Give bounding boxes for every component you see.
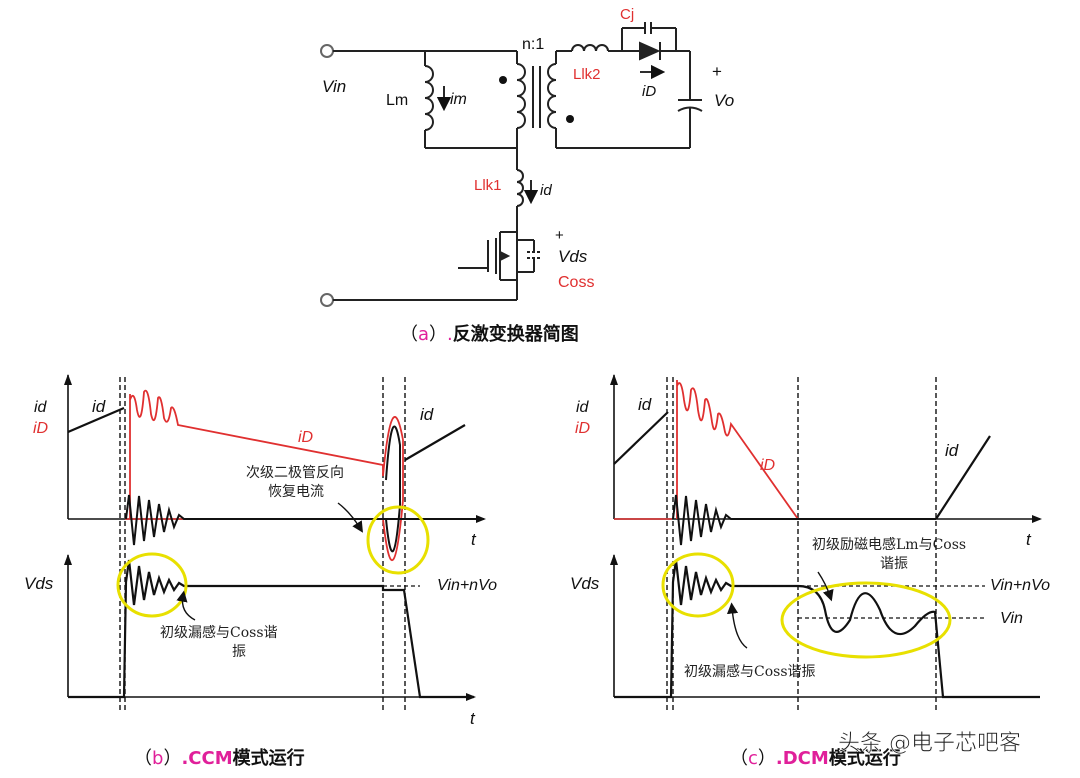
dcm-note-lm-1: 初级励磁电感Lm与Coss [812, 536, 966, 553]
ccm-note-reverse-1: 次级二极管反向 [246, 465, 344, 481]
plus-out-label: + [712, 62, 722, 81]
dcm-iD-trace [676, 380, 799, 520]
lk2-inductor [571, 44, 609, 52]
lk1-label: Llk1 [474, 177, 502, 194]
ccm-t-upper: t [471, 530, 477, 549]
dcm-resonance-highlight [661, 552, 735, 618]
ccm-ringing-upper [125, 494, 484, 546]
plus-ds-label: + [555, 227, 564, 244]
dcm-iD-label: iD [760, 457, 776, 474]
ccm-vds-trace [68, 559, 474, 699]
secondary-winding [547, 63, 557, 129]
primary-winding [516, 63, 526, 129]
lk1-inductor [516, 169, 524, 207]
vo-label: Vo [714, 91, 734, 110]
ratio-label: n:1 [522, 36, 544, 53]
dcm-vin-label: Vin [1000, 610, 1023, 627]
id-diode-label: iD [642, 83, 656, 100]
ccm-axis-iD: iD [33, 420, 49, 437]
secondary-polarity-dot [566, 115, 574, 123]
dcm-id-label-right: id [945, 441, 959, 460]
dcm-vds-label: Vds [570, 574, 600, 593]
dcm-t-upper: t [1026, 530, 1032, 549]
dcm-note-lm-2: 谐振 [880, 556, 908, 572]
vin-terminal-top [320, 44, 334, 58]
ccm-waveforms [64, 374, 486, 710]
ccm-id-label-right: id [420, 405, 434, 424]
caption-c: （c）.DCM模式运行 [730, 747, 901, 769]
watermark: 头条 @电子芯吧客 [838, 731, 1021, 756]
ccm-iD-trace [129, 389, 384, 519]
ccm-resonance-highlight [116, 552, 188, 618]
ccm-note-resonance-2: 振 [232, 644, 246, 660]
ccm-note-reverse-2: 恢复电流 [268, 483, 324, 500]
ccm-note-resonance-1: 初级漏感与Coss谐 [160, 624, 278, 641]
dcm-vds-trace [614, 559, 1040, 699]
ccm-iD-label: iD [298, 429, 314, 446]
dcm-axis-id: id [576, 399, 590, 416]
ccm-reverse-recovery-highlight [366, 505, 430, 575]
cj-label: Cj [620, 6, 634, 23]
dcm-waveforms [610, 374, 1042, 710]
dcm-note-resonance: 初级漏感与Coss谐振 [684, 663, 816, 680]
dcm-level-label: Vin+nVo [990, 577, 1050, 594]
dcm-id-trace [613, 411, 669, 465]
output-diode [639, 41, 661, 61]
lm-inductor [424, 65, 434, 131]
im-label: im [450, 91, 467, 108]
id-primary-label: id [540, 182, 552, 199]
lk2-label: Llk2 [573, 66, 601, 83]
ccm-vds-label: Vds [24, 574, 54, 593]
caption-a: （a）.反激变换器简图 [400, 323, 579, 345]
vds-label: Vds [558, 247, 588, 266]
coss-label: Coss [558, 274, 594, 291]
dcm-ringing-upper [672, 494, 936, 546]
dcm-id-label-left: id [638, 395, 652, 414]
ccm-level-label: Vin+nVo [437, 577, 497, 594]
vin-terminal-bottom [320, 293, 334, 307]
vin-label: Vin [322, 77, 346, 96]
ccm-axis-id: id [34, 399, 48, 416]
primary-polarity-dot [499, 76, 507, 84]
dcm-lm-resonance-highlight [780, 581, 952, 659]
dcm-axis-iD: iD [575, 420, 591, 437]
ccm-id-trace [67, 406, 125, 434]
caption-b: （b）.CCM模式运行 [134, 747, 305, 769]
ccm-t-lower: t [470, 709, 476, 728]
flyback-schematic [320, 22, 703, 307]
lm-label: Lm [386, 92, 408, 109]
ccm-id-label-left: id [92, 397, 106, 416]
